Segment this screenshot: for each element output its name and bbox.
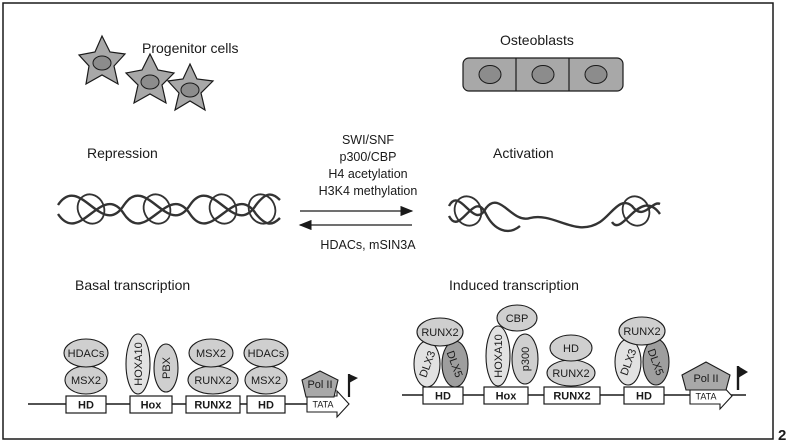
runx2-protein: RUNX2 — [552, 368, 589, 380]
msx2-protein: MSX2 — [251, 375, 281, 387]
tss-flag — [349, 374, 358, 383]
osteoblasts — [462, 57, 624, 92]
progenitor-cell — [124, 52, 176, 105]
runx2-protein: RUNX2 — [623, 326, 660, 338]
induced-promoter: HD DLX3 DLX5 RUNX2 Hox HOXA10 p300 CBP R… — [402, 304, 748, 411]
progenitor-cell — [77, 34, 127, 86]
hd-element: HD — [636, 391, 652, 403]
activator-item: H4 acetylation — [328, 167, 407, 181]
activator-list: SWI/SNF p300/CBP H4 acetylation H3K4 met… — [319, 133, 418, 198]
progenitor-cell — [166, 62, 215, 112]
cbp-protein: CBP — [506, 313, 529, 325]
osteoblast-label: Osteoblasts — [500, 32, 574, 48]
runx2-element: RUNX2 — [553, 391, 590, 403]
activator-item: p300/CBP — [340, 150, 397, 164]
activation-label: Activation — [493, 145, 554, 161]
condensed-chromatin — [57, 193, 281, 225]
repressor-list: HDACs, mSIN3A — [320, 238, 416, 252]
hdacs-protein: HDACs — [68, 348, 105, 360]
hdacs-protein: HDACs — [248, 348, 285, 360]
pol2-protein: Pol II — [307, 379, 332, 391]
hox-element: Hox — [496, 391, 518, 403]
hox-element: Hox — [141, 400, 163, 412]
activator-item: SWI/SNF — [342, 133, 394, 147]
open-chromatin — [447, 195, 661, 233]
tss-flag — [738, 366, 748, 378]
hoxa10-protein: HOXA10 — [493, 334, 505, 377]
progenitor-cells — [77, 34, 215, 112]
p300-protein: p300 — [520, 347, 532, 371]
hd-protein: HD — [563, 343, 579, 355]
msx2-protein: MSX2 — [71, 375, 101, 387]
msx2-protein: MSX2 — [196, 348, 226, 360]
basal-label: Basal transcription — [75, 277, 190, 293]
activator-item: H3K4 methylation — [319, 184, 418, 198]
hoxa10-protein: HOXA10 — [133, 342, 145, 385]
hd-element: HD — [435, 391, 451, 403]
pol2-complex — [681, 361, 731, 391]
tata-element: TATA — [696, 392, 717, 402]
panel-number: 2 — [778, 427, 786, 444]
progenitor-label: Progenitor cells — [142, 40, 239, 56]
repression-label: Repression — [87, 145, 158, 161]
pol2-complex — [301, 370, 339, 398]
induced-label: Induced transcription — [449, 277, 579, 293]
pol2-protein: Pol II — [693, 373, 718, 385]
tata-element: TATA — [313, 400, 334, 410]
runx2-protein: RUNX2 — [194, 375, 231, 387]
hd-element: HD — [78, 400, 94, 412]
pbx-protein: PBX — [161, 356, 173, 379]
basal-promoter: HD MSX2 HDACs Hox HOXA10 PBX RUNX2 RUNX2… — [28, 333, 358, 419]
hd-element: HD — [258, 400, 274, 412]
runx2-protein: RUNX2 — [421, 327, 458, 339]
runx2-element: RUNX2 — [194, 400, 231, 412]
